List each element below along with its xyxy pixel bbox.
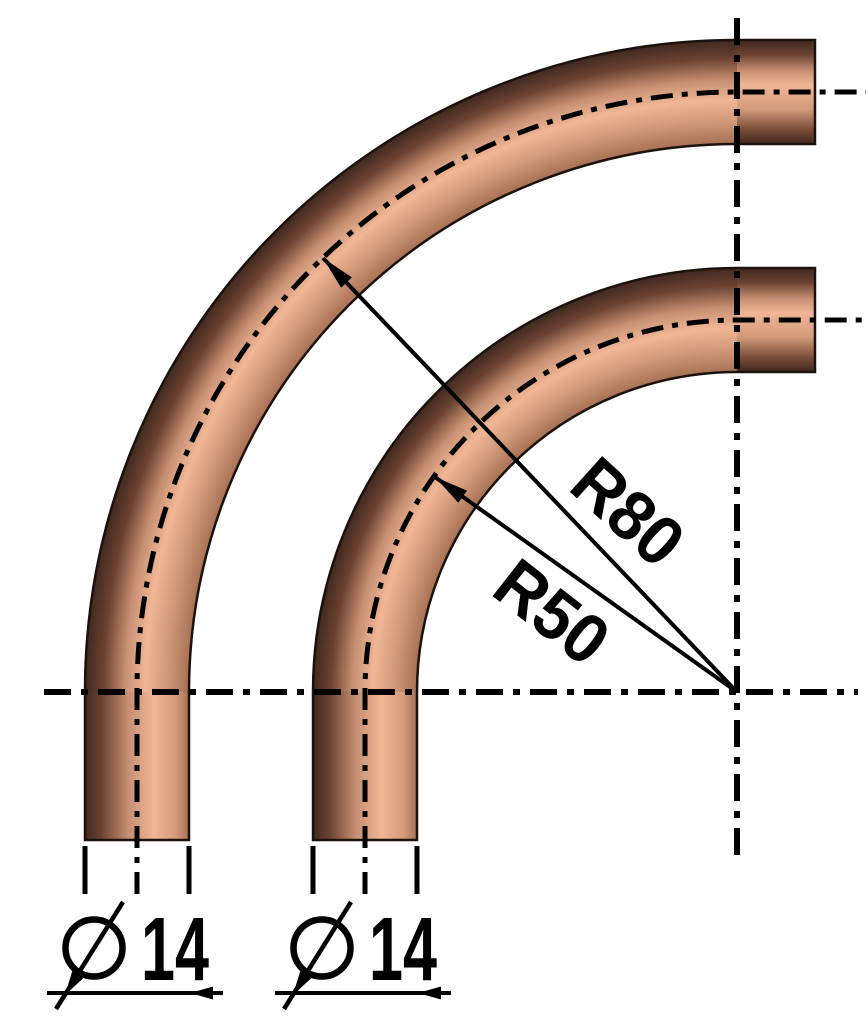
dimension-diameter-left: 14: [47, 846, 223, 1011]
radius-label-outer: R80: [557, 442, 700, 582]
arrowhead-leader-icon: [293, 971, 312, 995]
arrowhead-r50-icon: [435, 477, 467, 503]
arrowhead-right-icon: [190, 986, 213, 1000]
centerline-tube-outer: [134, 89, 866, 894]
arrowhead-r80-icon: [323, 258, 352, 288]
diameter-symbol-icon: [290, 916, 354, 980]
dimension-line-r50: [433, 475, 739, 694]
arrowhead-leader-icon: [65, 971, 84, 995]
tube-inner-bend: [313, 268, 737, 692]
tube-inner-outline: [311, 266, 817, 842]
tube-outer-bend: [85, 40, 737, 692]
dimension-line-r80: [321, 256, 739, 694]
diameter-symbol-icon: [62, 916, 126, 980]
arrowhead-right-icon: [418, 986, 441, 1000]
centerline-tube-inner: [362, 317, 866, 894]
dimension-diameter-right: 14: [275, 846, 451, 1011]
diameter-label-left: 14: [141, 900, 209, 1000]
diameter-label-right: 14: [369, 900, 437, 1000]
radius-label-inner: R50: [480, 544, 624, 681]
